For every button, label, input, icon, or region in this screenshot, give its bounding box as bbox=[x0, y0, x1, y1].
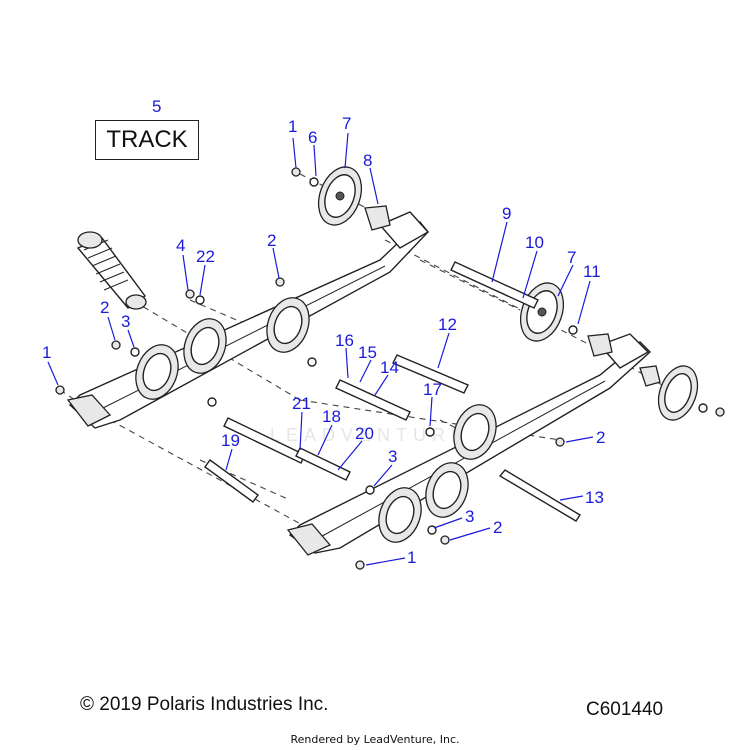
callout-15: 15 bbox=[358, 343, 377, 362]
idler-wheels bbox=[135, 166, 699, 543]
callout-11: 11 bbox=[583, 262, 601, 281]
track-label-box: TRACK bbox=[95, 120, 199, 160]
callout-10: 10 bbox=[525, 233, 544, 252]
callout-21: 21 bbox=[292, 394, 311, 413]
wheel-right-3 bbox=[453, 404, 497, 460]
callout-2a: 2 bbox=[267, 231, 276, 250]
callout-1c: 1 bbox=[407, 548, 416, 567]
copyright-text: © 2019 Polaris Industries Inc. bbox=[80, 694, 329, 715]
callout-3c: 3 bbox=[465, 507, 474, 526]
wheel-upper-7 bbox=[317, 166, 363, 226]
callout-20: 20 bbox=[355, 424, 374, 443]
wheel-left-1 bbox=[135, 344, 179, 400]
callout-3a: 3 bbox=[121, 312, 130, 331]
callout-7b: 7 bbox=[567, 248, 576, 267]
callout-17: 17 bbox=[423, 380, 442, 399]
wheel-far-right bbox=[657, 365, 699, 421]
hardware bbox=[55, 167, 725, 570]
callout-22: 22 bbox=[196, 247, 215, 266]
callout-4: 4 bbox=[176, 236, 185, 255]
callout-5: 5 bbox=[152, 97, 161, 116]
callout-8: 8 bbox=[363, 151, 372, 170]
callout-2c: 2 bbox=[596, 428, 605, 447]
callout-9: 9 bbox=[502, 204, 511, 223]
callout-6: 6 bbox=[308, 128, 317, 147]
callout-19: 19 bbox=[221, 431, 240, 450]
callout-3b: 3 bbox=[388, 447, 397, 466]
callout-18: 18 bbox=[322, 407, 341, 426]
callout-7: 7 bbox=[342, 114, 351, 133]
wheel-left-3 bbox=[266, 297, 310, 353]
callout-labels: 5 1 6 7 8 9 10 7 11 4 22 2 2 3 1 12 16 1… bbox=[42, 97, 605, 567]
rendered-by-text: Rendered by LeadVenture, Inc. bbox=[290, 733, 460, 746]
diagram-code: C601440 bbox=[586, 699, 664, 720]
wheel-right-2 bbox=[425, 462, 469, 518]
callout-1: 1 bbox=[288, 117, 297, 136]
leader-lines bbox=[47, 132, 594, 566]
wheel-left-2 bbox=[183, 318, 227, 374]
callout-1b: 1 bbox=[42, 343, 51, 362]
wheel-right-1 bbox=[378, 487, 422, 543]
callout-2b: 2 bbox=[100, 298, 109, 317]
callout-16: 16 bbox=[335, 331, 354, 350]
shafts bbox=[204, 261, 581, 522]
shock-absorber bbox=[76, 231, 147, 310]
callout-13: 13 bbox=[585, 488, 604, 507]
callout-14: 14 bbox=[380, 358, 399, 377]
watermark: LEADVENTURE bbox=[270, 425, 470, 445]
callout-12: 12 bbox=[438, 315, 457, 334]
callout-2d: 2 bbox=[493, 518, 502, 537]
brackets bbox=[364, 205, 661, 387]
